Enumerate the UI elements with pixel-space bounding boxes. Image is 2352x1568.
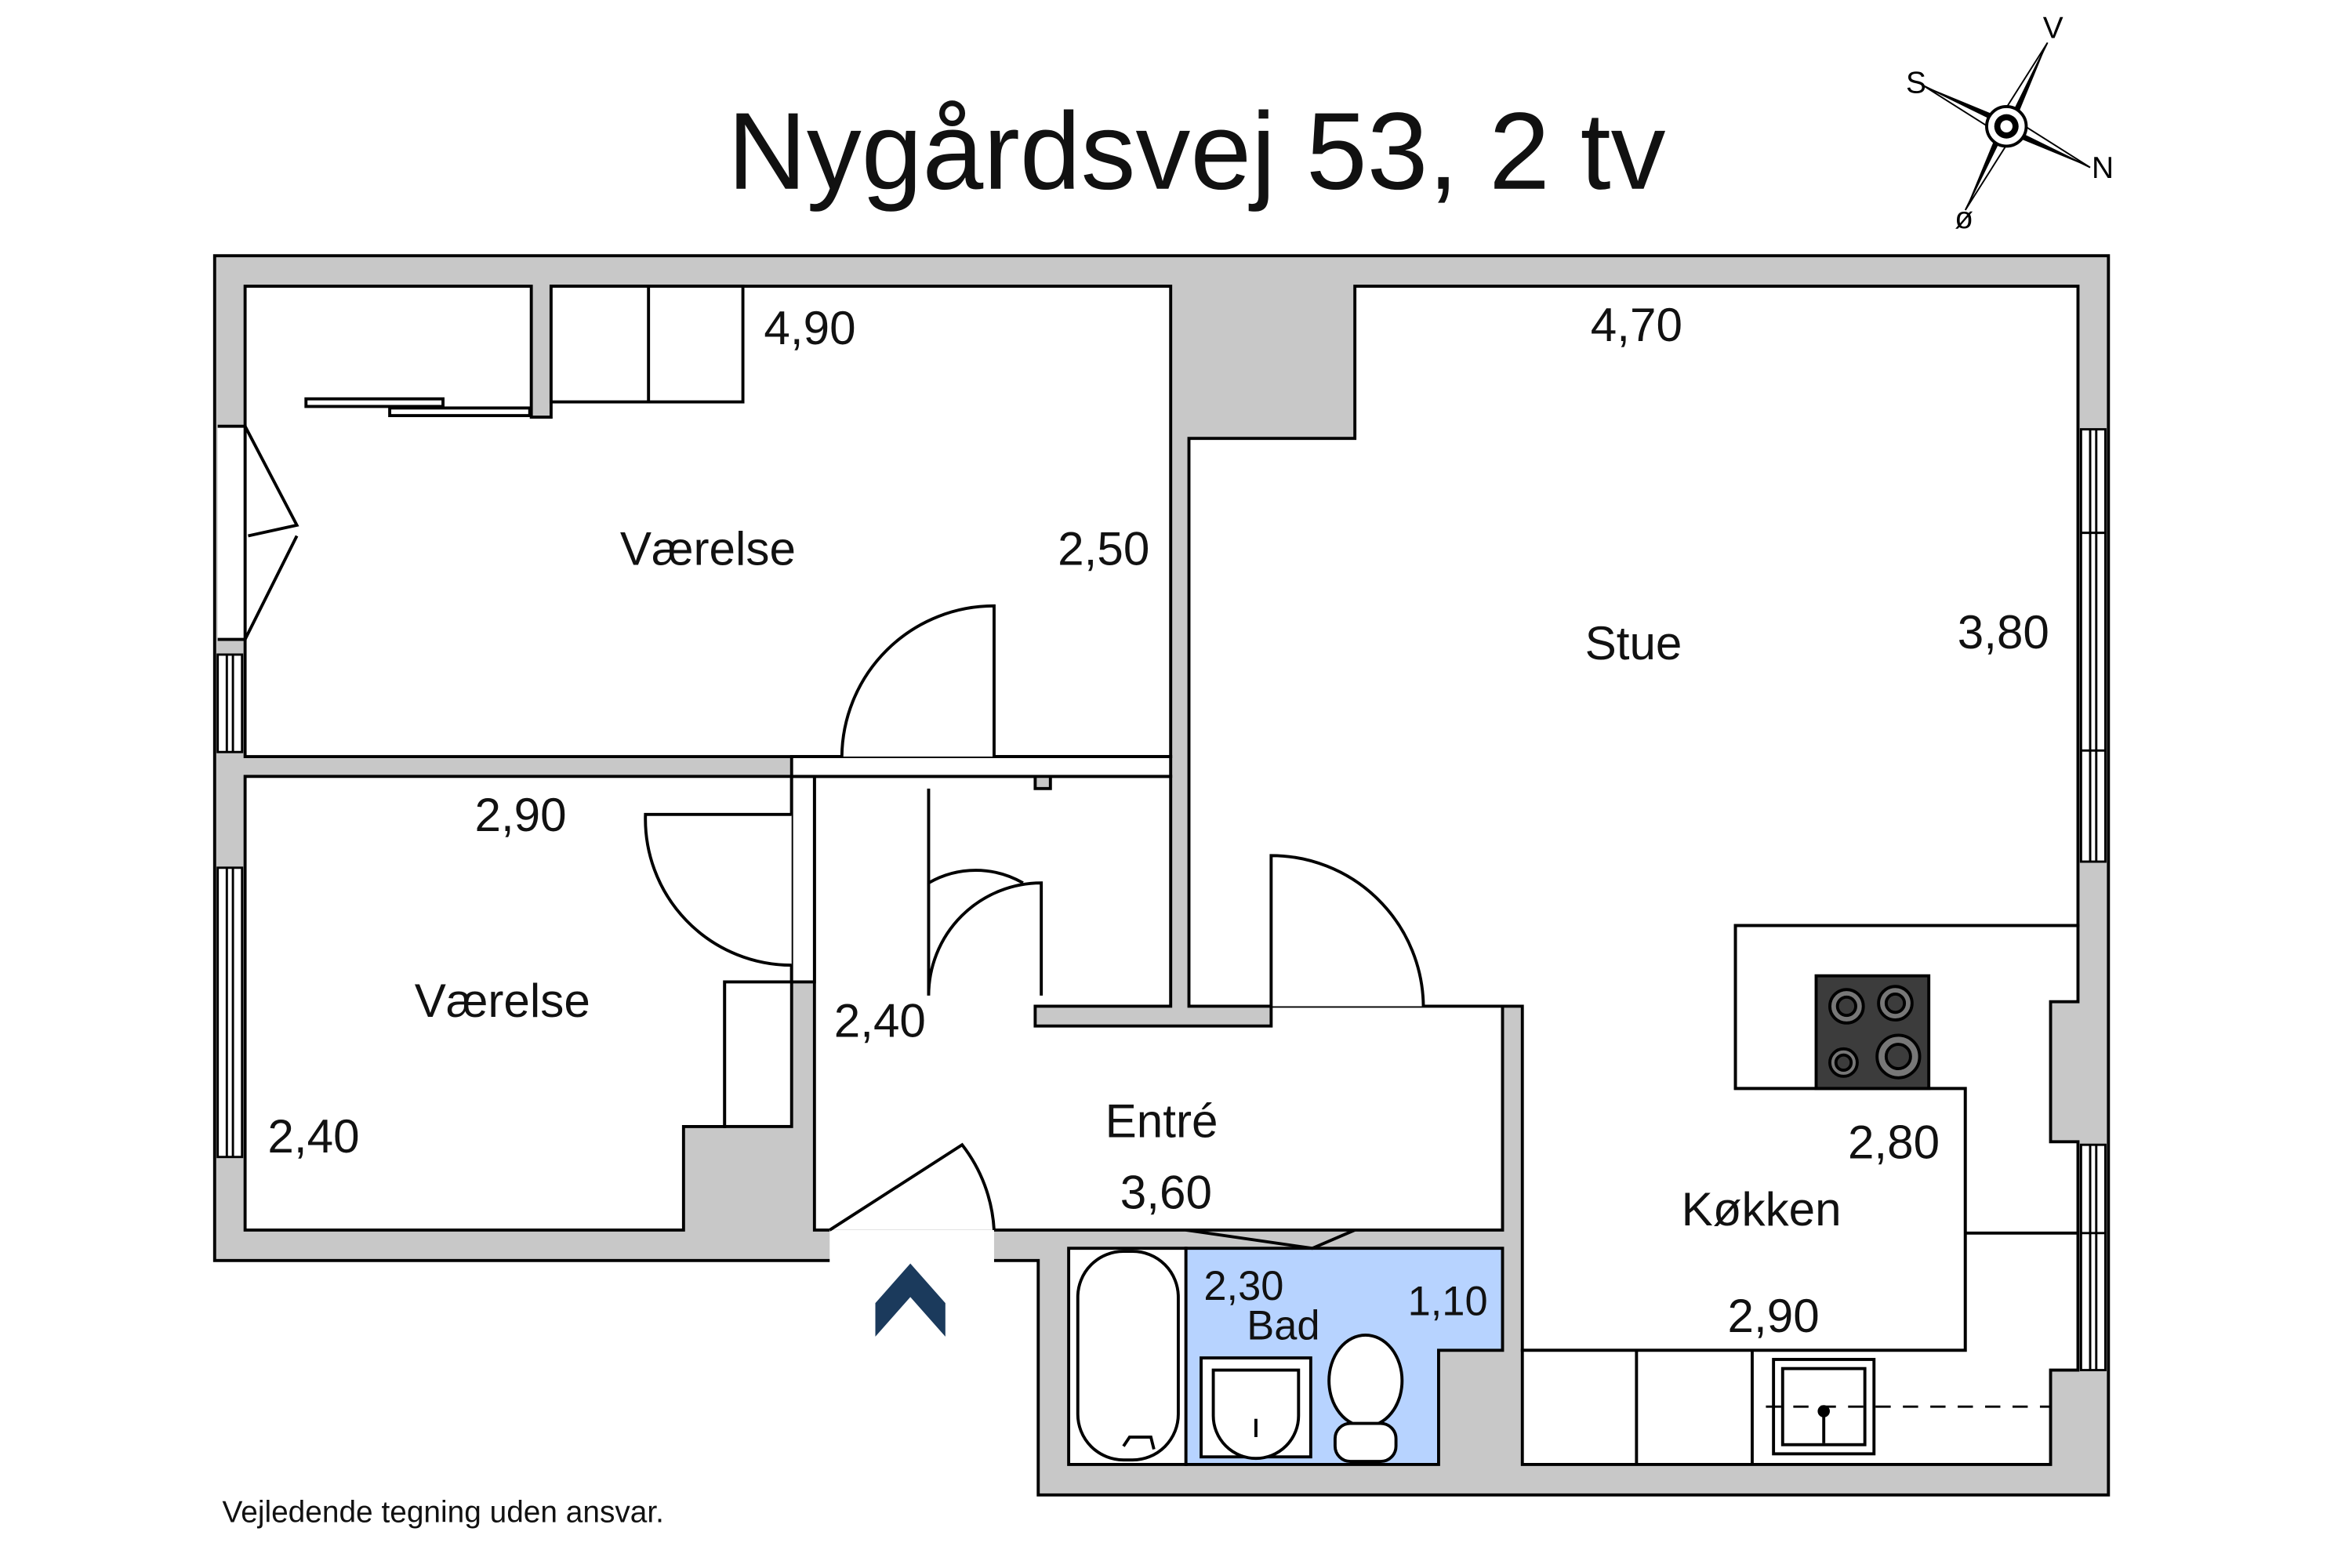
door: [829, 1142, 996, 1232]
compass-icon: [1922, 42, 2091, 211]
room-label: Stue: [1585, 617, 1682, 670]
dimension: 2,80: [1848, 1116, 1940, 1169]
window: [2079, 428, 2107, 863]
door: [644, 812, 792, 967]
toilet-icon: [1327, 1333, 1404, 1428]
compass-v: V: [2043, 12, 2063, 45]
room-label: Værelse: [415, 975, 590, 1027]
dimension: 2,40: [834, 994, 926, 1047]
door: [217, 424, 247, 641]
doors: [217, 424, 1425, 1250]
entry-arrow-icon: [875, 1263, 946, 1337]
dimension: 2,40: [267, 1110, 359, 1163]
dimension: 2,50: [1058, 522, 1149, 575]
compass-n: N: [2092, 151, 2114, 185]
compass-o: ø: [1955, 201, 1973, 235]
room-label: Værelse: [620, 522, 796, 575]
dimension: 3,80: [1958, 606, 2049, 659]
window: [216, 866, 244, 1159]
room-dimensions: 4,90 2,50 4,70 3,80 2,90 2,40 2,40 3,60 …: [267, 299, 2049, 1342]
room-label: Entré: [1105, 1094, 1218, 1147]
dimension: 3,60: [1120, 1167, 1212, 1219]
compass-s: S: [1906, 66, 1926, 100]
dimension: 4,90: [764, 302, 855, 354]
door: [1269, 854, 1425, 1007]
room-label: Køkken: [1682, 1183, 1842, 1236]
dimension: 2,30: [1203, 1264, 1283, 1309]
dimension: 2,90: [1728, 1290, 1820, 1342]
dimension: 2,90: [474, 789, 566, 841]
wardrobe: [304, 285, 793, 1128]
door: [1185, 1229, 1356, 1250]
bathtub-icon: [1076, 1250, 1180, 1462]
door: [927, 788, 1024, 886]
window: [2079, 1143, 2107, 1372]
bathroom-fixtures: [1076, 1250, 1404, 1464]
page-title: Nygårdsvej 53, 2 tv: [728, 89, 1666, 212]
door: [840, 604, 996, 757]
dimension: 1,10: [1408, 1279, 1488, 1325]
kitchen-fixtures: [1635, 974, 2078, 1465]
disclaimer: Vejledende tegning uden ansvar.: [222, 1496, 663, 1530]
windows: [216, 428, 2107, 1372]
room-label: Bad: [1247, 1304, 1319, 1349]
window: [216, 653, 244, 753]
dimension: 4,70: [1591, 299, 1682, 351]
room-labels: Værelse Stue Værelse Entré Bad Køkken: [415, 522, 1842, 1348]
